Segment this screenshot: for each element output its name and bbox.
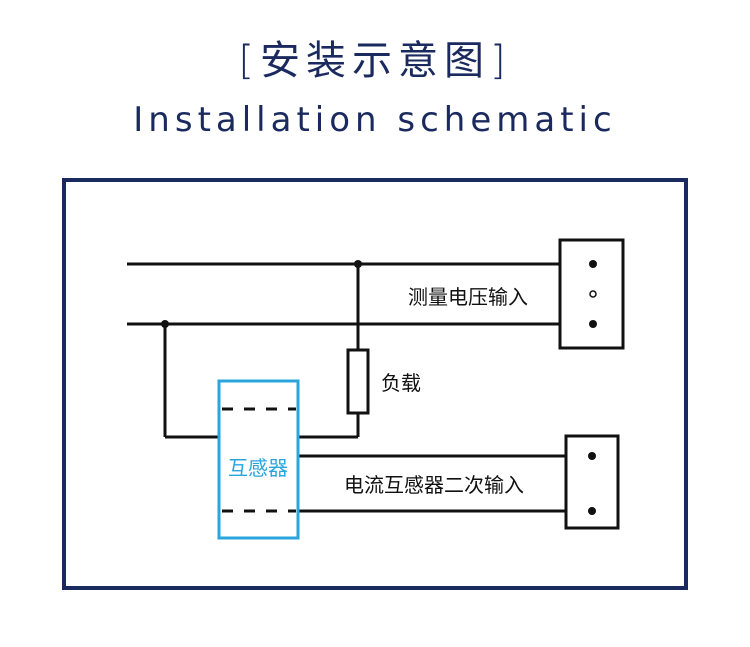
terminal-dot <box>589 320 597 328</box>
transformer-label: 互感器 <box>228 456 288 480</box>
diagram-frame <box>62 178 688 590</box>
load-label: 负载 <box>381 371 421 395</box>
page-title-english: Installation schematic <box>133 100 617 140</box>
terminal-dot <box>588 452 596 460</box>
terminal-dot <box>588 507 596 515</box>
terminal-dot-hollow <box>589 290 597 298</box>
load-resistor <box>346 348 370 415</box>
ct-secondary-input-label: 电流互感器二次输入 <box>344 473 524 497</box>
terminal-dot <box>589 260 597 268</box>
page-title-chinese: [安装示意图] <box>238 38 512 84</box>
ct-label-bg <box>312 468 556 500</box>
voltage-input-label: 测量电压输入 <box>408 285 528 309</box>
voltage-label-bg <box>386 280 550 312</box>
